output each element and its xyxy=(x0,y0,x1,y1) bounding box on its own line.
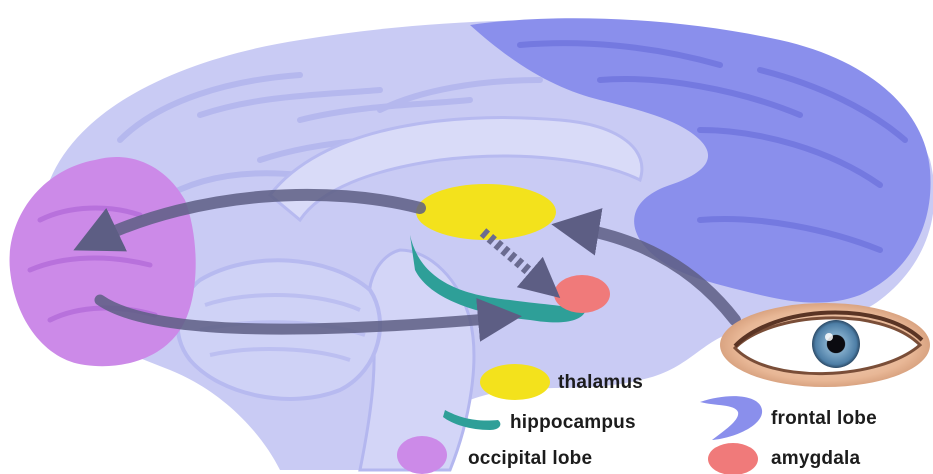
amygdala xyxy=(554,275,610,313)
legend-label-thalamus: thalamus xyxy=(558,372,643,394)
legend-swatch-frontal-lobe xyxy=(700,396,762,440)
legend-label-amygdala: amygdala xyxy=(771,448,860,470)
legend-label-hippocampus: hippocampus xyxy=(510,412,636,434)
legend-label-occipital-lobe: occipital lobe xyxy=(468,448,592,470)
eye-icon xyxy=(720,303,930,387)
occipital-lobe xyxy=(10,157,196,366)
legend-swatch-amygdala xyxy=(708,443,758,474)
legend-swatch-occipital-lobe xyxy=(397,436,447,474)
legend-label-frontal-lobe: frontal lobe xyxy=(771,408,877,430)
legend-swatch-thalamus xyxy=(480,364,550,400)
